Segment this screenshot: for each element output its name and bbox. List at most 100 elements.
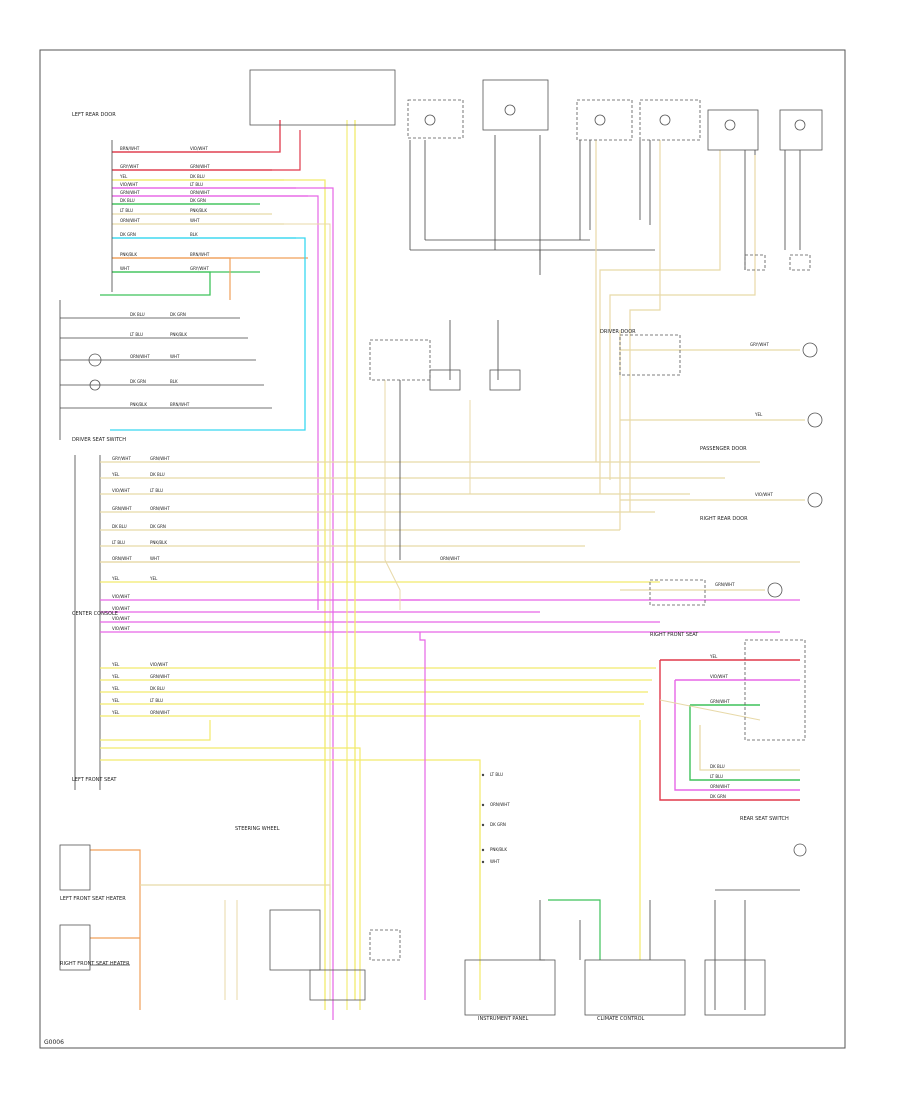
wire-label: DK GRN [170,312,186,317]
component-box [779,109,823,151]
component-box [744,639,806,741]
wire-label: PNK/BLK [120,252,137,257]
wire-label: ORN/WHT [190,190,210,195]
wire-label: WHT [190,218,200,223]
connector-label: LEFT REAR DOOR [72,112,116,118]
wire [112,187,334,1020]
diagram-frame [39,49,846,1049]
wire-label: VIO/WHT [755,492,773,497]
wire [112,120,281,153]
wire-label: DK BLU [130,312,145,317]
component-box [744,254,766,271]
component-box [584,959,686,1016]
wire-label: LT BLU [150,488,163,493]
wire-label: YEL [119,174,128,179]
wire-label: YEL [111,576,120,581]
wire-label: DK GRN [710,794,726,799]
component-symbol [793,843,807,857]
wire [609,155,756,480]
wire [112,223,331,1000]
component-layer [59,69,823,1016]
component-symbol [89,379,101,391]
wire-label: YEL [111,674,120,679]
note-bullet [481,860,485,864]
wire-label: VIO/WHT [120,182,138,187]
wire-label: GRN/WHT [150,456,170,461]
component-box [309,969,366,1001]
wire [548,899,601,960]
wire-label: PNK/BLK [130,402,147,407]
component-box [789,254,811,271]
connector-label: CENTER CONSOLE [72,611,118,617]
wire [112,195,319,610]
wire [384,380,401,610]
wire-label: WHT [150,556,160,561]
component-box [639,99,701,141]
wire-label: DK BLU [190,174,205,179]
wire [112,179,326,1010]
note-bullet [481,848,485,852]
wire [699,725,800,771]
wire-label: GRY/WHT [750,342,769,347]
component-box [619,334,681,376]
wire-label: DK GRN [150,524,166,529]
component-box [489,369,521,391]
wire-label: VIO/WHT [710,674,728,679]
wire-label: BLK [190,232,198,237]
component-box [704,959,766,1016]
wire-label: LT BLU [112,540,125,545]
component-box [369,339,431,381]
wire-label: GRN/WHT [190,164,210,169]
wire-label: YEL [111,698,120,703]
wire [689,705,800,781]
note-bullet [481,773,485,777]
wire-label: YEL [754,412,763,417]
component-box [482,79,549,131]
wire-label: PNK/BLK [150,540,167,545]
wire-label: VIO/WHT [150,662,168,667]
component-box [269,909,321,971]
wire-label: GRY/WHT [190,266,209,271]
wire-label: YEL [111,662,120,667]
wire-label: PNK/BLK [170,332,187,337]
wire-layer [59,120,805,1020]
connector-label: STEERING WHEEL [235,826,280,832]
wire [100,271,211,296]
connector-label: DRIVER DOOR [600,329,636,335]
wire-label: GRY/WHT [112,456,131,461]
wire-label: ORN/WHT [130,354,150,359]
wire-label: WHT [170,354,180,359]
wire-label: PNK/BLK [490,847,507,852]
wire-label: YEL [709,654,718,659]
connector-label: DRIVER SEAT SWITCH [72,437,126,443]
component-box [59,844,91,891]
wire-label: BRN/WHT [120,146,140,151]
wire-label: ORN/WHT [490,802,510,807]
wire-label: YEL [111,710,120,715]
wire [112,130,301,171]
wire-label: WHT [120,266,130,271]
component-box [649,579,706,606]
wire-label: YEL [111,472,120,477]
connector-label: RIGHT FRONT SEAT HEATER [60,961,130,967]
component-symbol [659,114,671,126]
footer-id: G0006 [44,1039,64,1046]
note-bullet [481,823,485,827]
wire-label: BLK [170,379,178,384]
note-bullet [481,803,485,807]
wire-label: DK BLU [710,764,725,769]
wire-label: ORN/WHT [710,784,730,789]
wire-label: GRN/WHT [150,674,170,679]
wire-label: ORN/WHT [112,556,132,561]
connector-label: REAR SEAT SWITCH [740,816,789,822]
wire [674,680,800,791]
label-layer: BRN/WHT VIO/WHT GRY/WHT GRN/WHT YEL DK BLU VIO… [111,146,773,864]
component-symbol [594,114,606,126]
wire-label: DK BLU [112,524,127,529]
component-box [249,69,396,126]
component-symbol [802,342,818,358]
wire-label: ORN/WHT [150,506,170,511]
component-box [707,109,759,151]
wire-label: GRY/WHT [120,164,139,169]
